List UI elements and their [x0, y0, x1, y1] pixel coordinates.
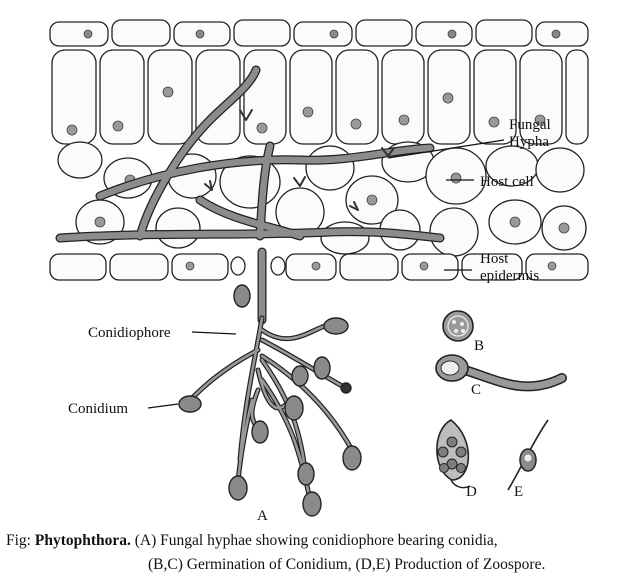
lower-epidermis [49, 253, 589, 281]
caption-genus: Phytophthora. [34, 532, 131, 549]
label-host-epidermis-2: epidermis [480, 268, 539, 284]
caption-line1-rest: (A) Fungal hyphae showing conidiophore b… [130, 532, 498, 549]
host-tissue [49, 19, 589, 281]
label-c: C [471, 382, 481, 398]
leader-lines [147, 139, 505, 409]
cell-contents [66, 29, 570, 271]
sporangium-d [436, 419, 471, 489]
label-host-epidermis-1: Host [480, 251, 509, 267]
label-e: E [514, 484, 523, 500]
label-conidium: Conidium [68, 401, 128, 417]
caption-line-1: Fig: Phytophthora. (A) Fungal hyphae sho… [6, 532, 498, 550]
caption-prefix: Fig: [6, 532, 35, 549]
label-b: B [474, 338, 484, 354]
conidium-c-germination [435, 354, 567, 392]
label-conidiophore: Conidiophore [88, 325, 171, 341]
fungal-hyphae [55, 65, 445, 325]
label-host-cell: Host cell [480, 174, 534, 190]
conidium-b [442, 310, 474, 342]
palisade-layer [51, 49, 589, 145]
label-a: A [257, 508, 268, 524]
upper-epidermis [49, 19, 589, 47]
caption-line-2: (B,C) Germination of Conidium, (D,E) Pro… [148, 556, 546, 573]
zoospore-e [507, 419, 549, 491]
labels: Fungal Hypha Host cell Host epidermis Co… [68, 117, 551, 524]
label-fungal-hypha-1: Fungal [509, 117, 551, 133]
label-d: D [466, 484, 477, 500]
conidiophore-cluster [178, 284, 362, 517]
label-fungal-hypha-2: Hypha [509, 134, 549, 150]
